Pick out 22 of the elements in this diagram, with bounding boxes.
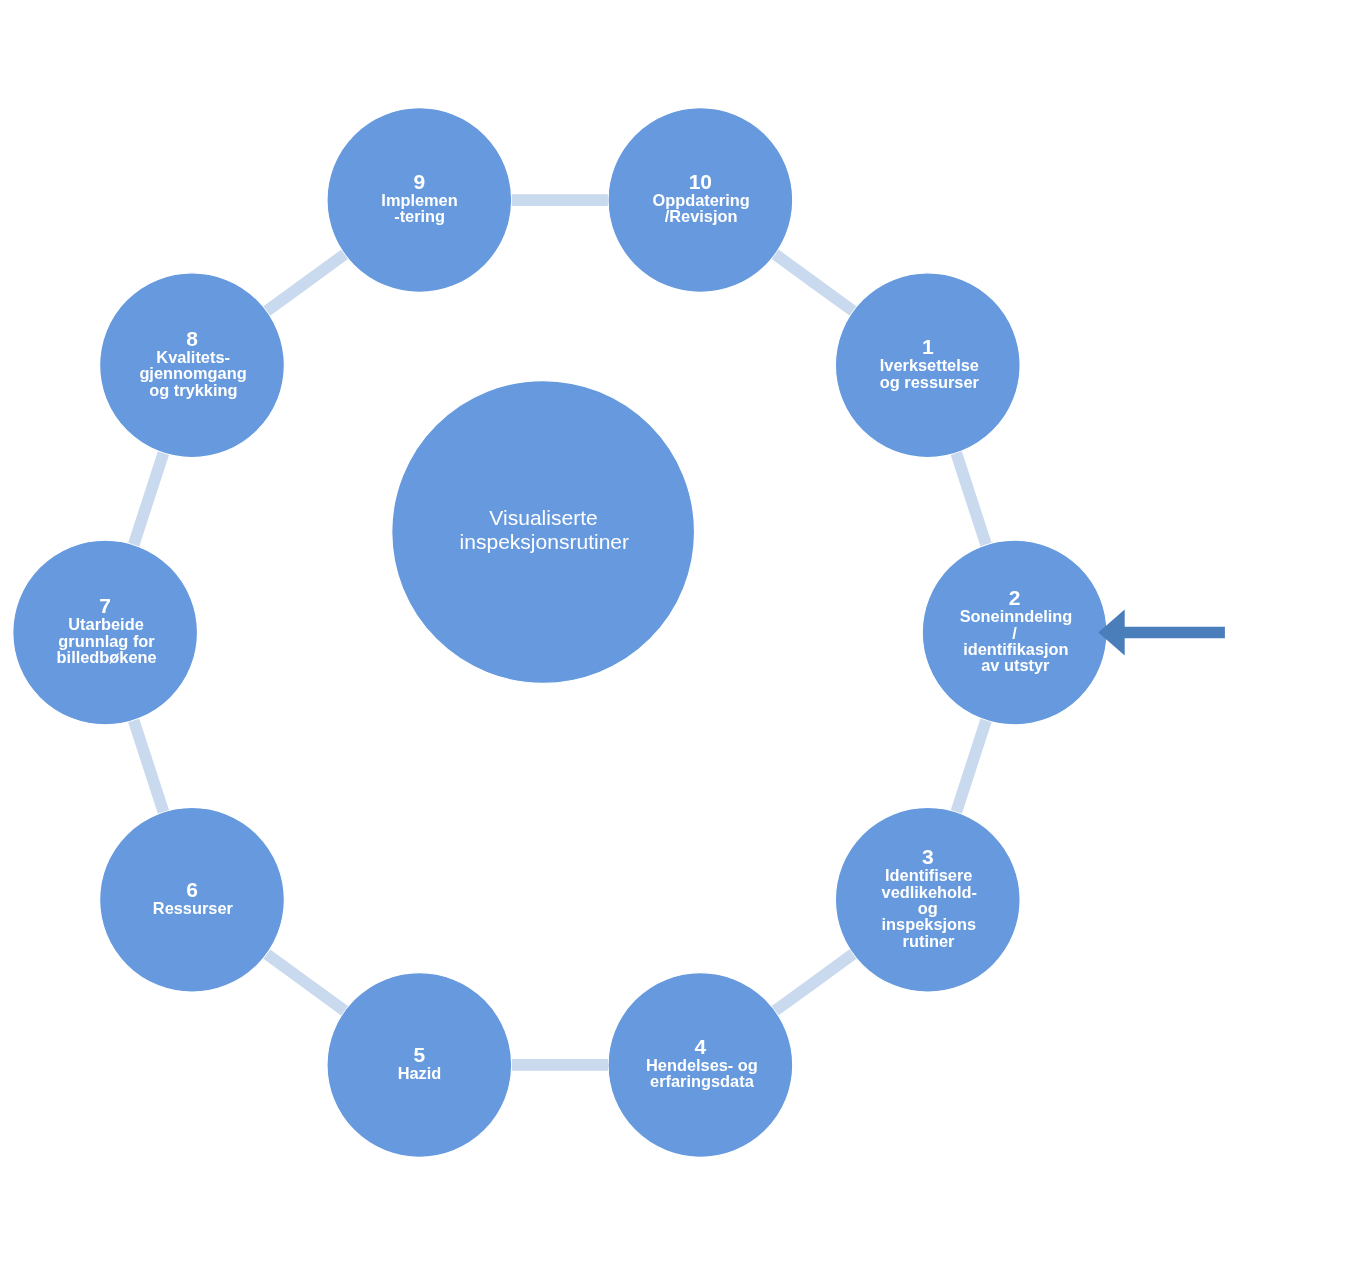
node-circle: 5 Hazid — [326, 971, 513, 1158]
connector — [263, 948, 349, 1015]
node-circle: Visualiserte inspeksjonsrutiner — [391, 379, 696, 684]
node-circle: 7 Utarbeide grunnlag for billedbøkene — [12, 539, 199, 725]
arrow — [1098, 608, 1225, 656]
connector — [511, 193, 608, 206]
node-circle: 6 Ressurser — [99, 806, 285, 993]
connector — [771, 249, 857, 316]
node-circle: 10 Oppdatering /Revisjon — [607, 106, 794, 293]
node-circle: 2 Soneinndeling / identifikasjon av utstyr — [921, 539, 1108, 725]
connector — [263, 249, 348, 316]
connector — [128, 450, 169, 546]
node-circle: 1 Iverksettelse og ressurser — [834, 271, 1021, 458]
connector — [950, 450, 992, 546]
node-circle: 3 Identifisere vedlikehold- og inspeksjons rutiner — [834, 806, 1021, 993]
node-circle: 4 Hendelses- og erfaringsdata — [607, 971, 794, 1158]
connector — [511, 1058, 608, 1071]
connector — [771, 948, 857, 1015]
connector — [128, 718, 169, 814]
node-circle: 9 Implemen -tering — [326, 106, 513, 293]
connector — [950, 718, 992, 814]
node-circle: 8 Kvalitets- gjennomgang og trykking — [99, 271, 285, 458]
